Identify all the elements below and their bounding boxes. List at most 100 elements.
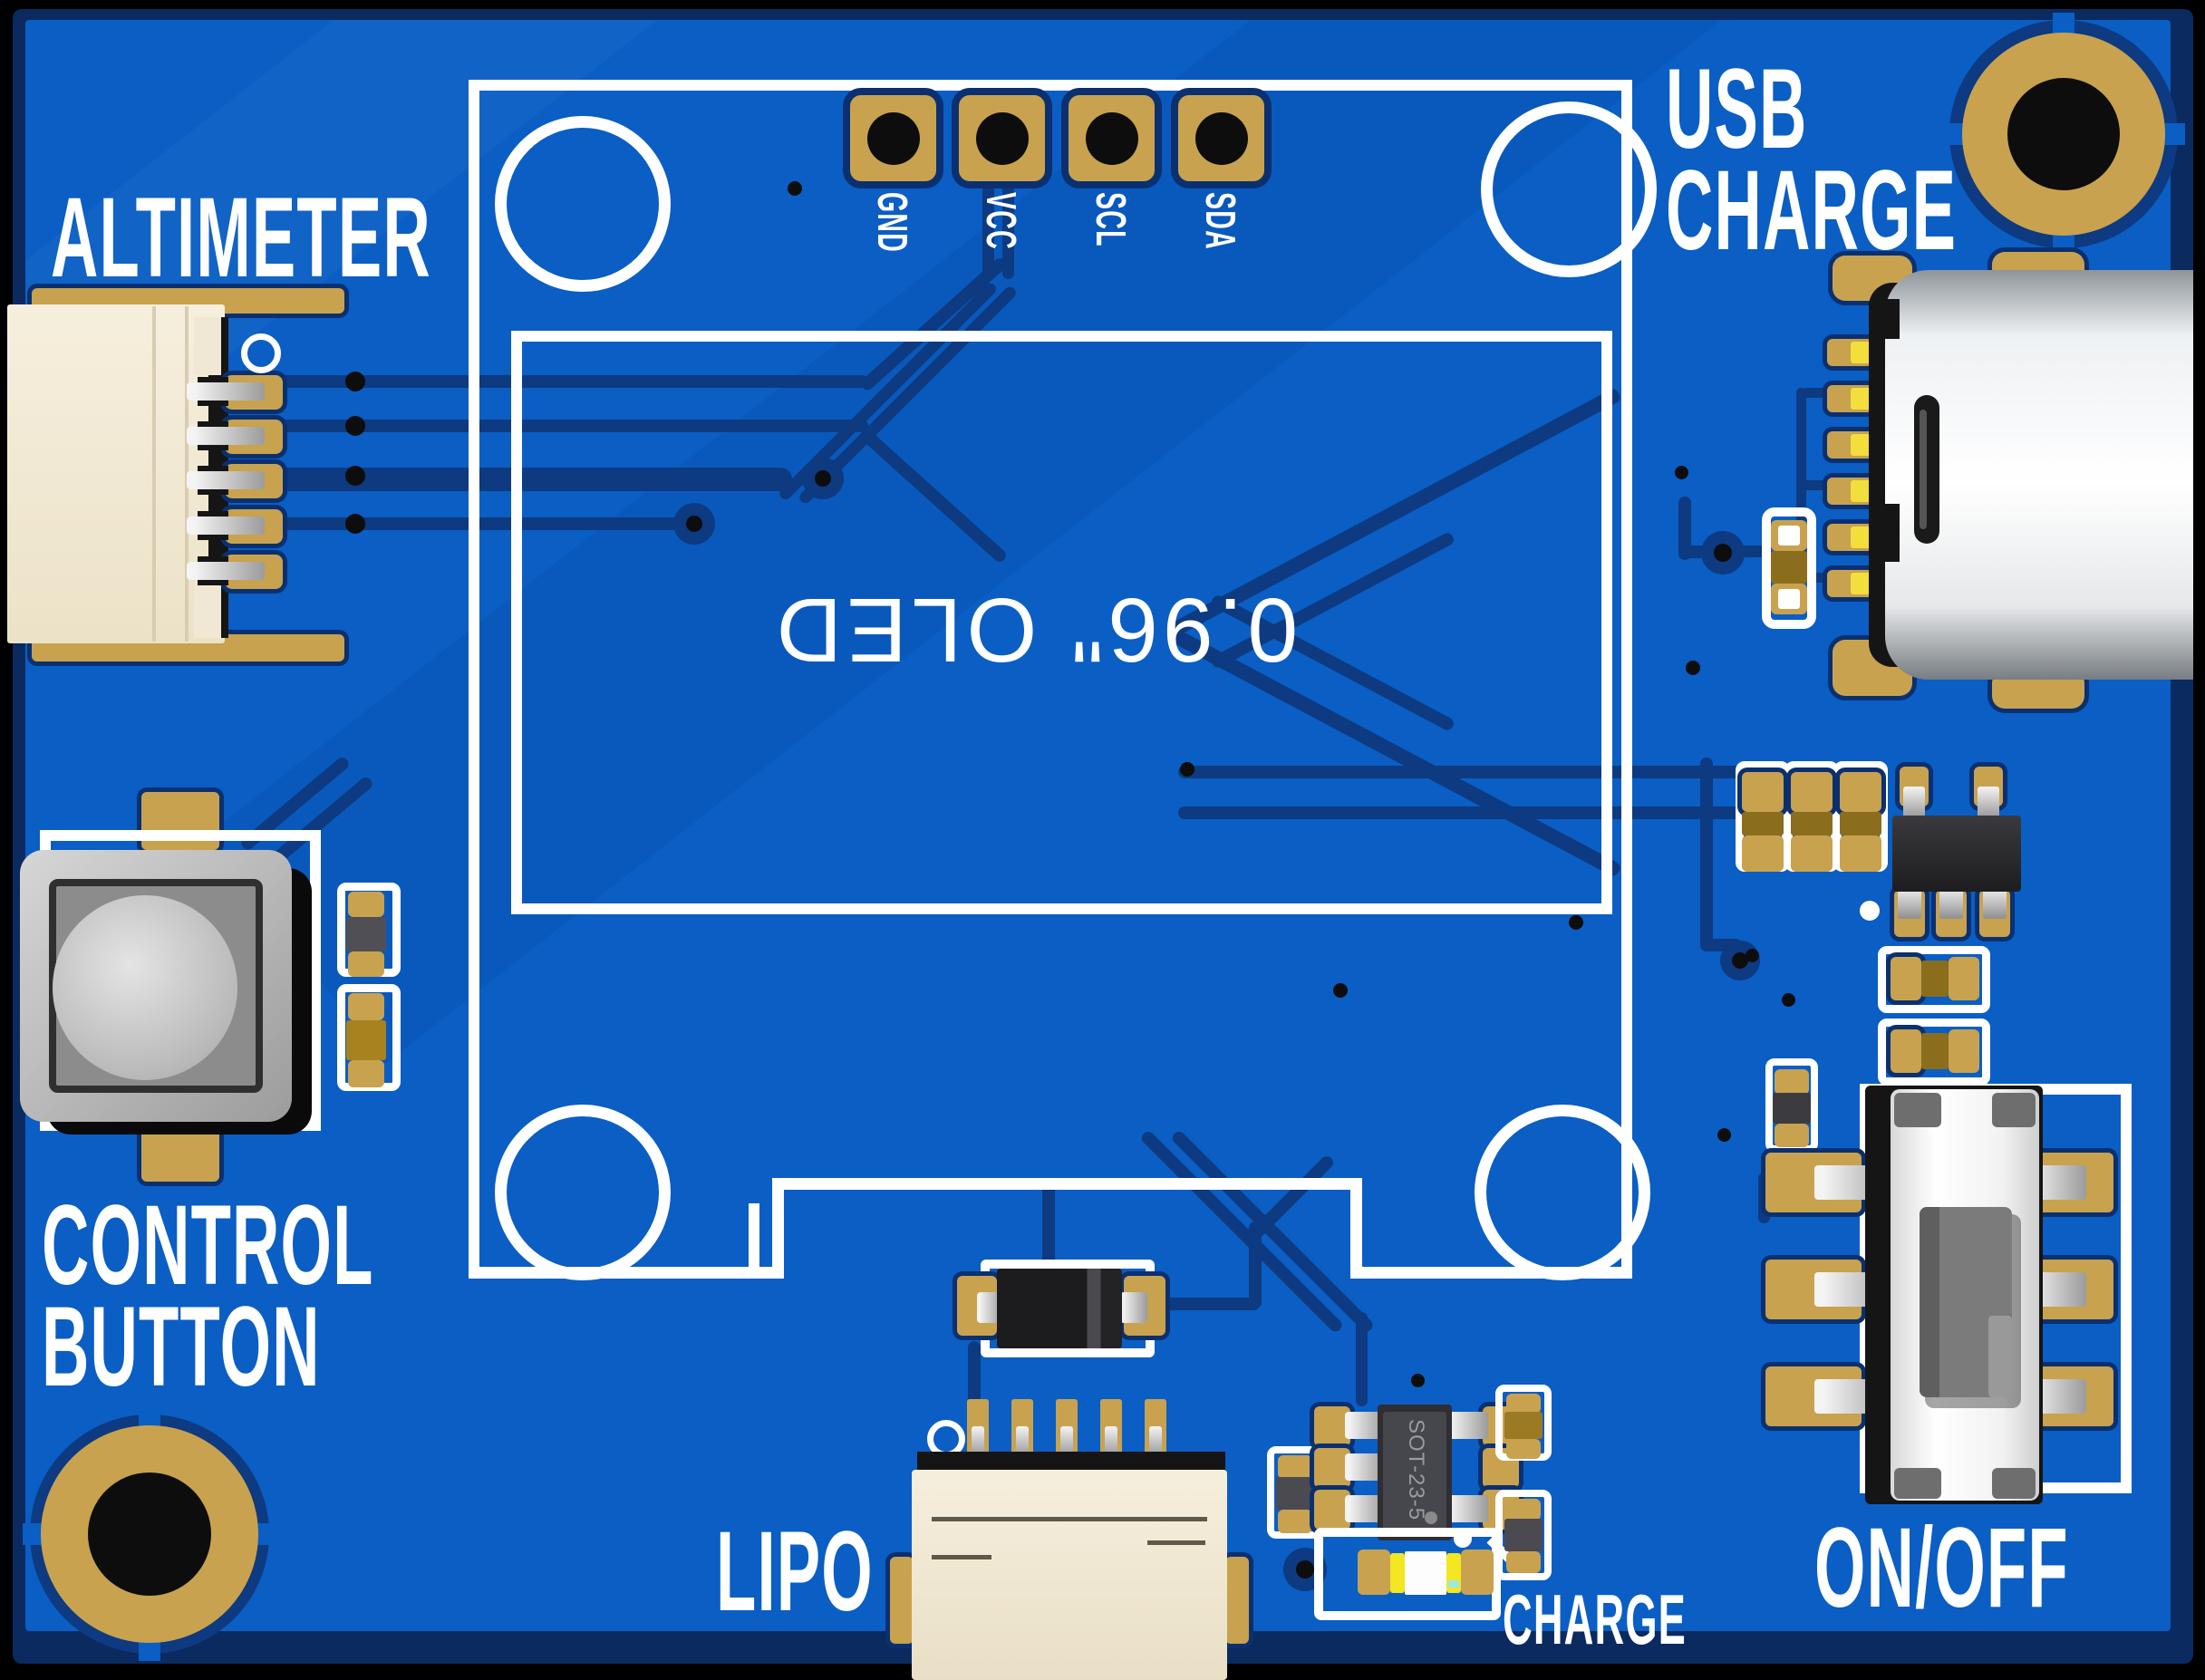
trace <box>1802 388 1829 398</box>
led-pad <box>1358 1550 1390 1595</box>
sot235-marking: SOT-23-5 <box>1404 1419 1428 1521</box>
led-body <box>1405 1551 1446 1595</box>
resistor-pad <box>1775 1124 1809 1147</box>
via-hole <box>1569 915 1583 930</box>
silk-dot <box>1860 901 1880 921</box>
via-hole <box>1782 993 1795 1007</box>
header-pad-hole <box>1195 112 1248 165</box>
resistor-body <box>1773 1093 1811 1124</box>
oled-outline-notch-right <box>1350 1178 1362 1279</box>
resistor-outline <box>1762 507 1816 629</box>
lipo-pin-slot <box>1105 1426 1117 1459</box>
sot23-body <box>1892 816 2021 892</box>
sot23-lead <box>1903 787 1925 821</box>
header-pad-hole <box>976 112 1029 165</box>
switch-corner <box>1894 1093 1941 1127</box>
trace <box>982 179 994 279</box>
header-pad-hole <box>1086 112 1138 165</box>
footprint-outline <box>1495 1490 1552 1580</box>
oled-outline-notch-top <box>772 1178 1362 1190</box>
sot23-lead <box>1898 886 1921 919</box>
control-label-line1: CONTROL <box>42 1183 374 1308</box>
footprint-pad <box>1278 1510 1312 1533</box>
ffc-connector-step <box>194 317 221 375</box>
pin-label-vcc: VCC <box>978 192 1025 250</box>
trace <box>1042 1180 1055 1272</box>
lipo-body-seam <box>1147 1540 1205 1545</box>
connector-pin <box>187 382 265 401</box>
footprint-pad <box>1506 1439 1541 1459</box>
led-pad <box>1461 1550 1494 1595</box>
sot235-pad <box>1314 1406 1350 1446</box>
led-glint <box>1448 1580 1459 1588</box>
footprint-pad <box>1506 1499 1541 1521</box>
via-hole <box>1686 661 1700 675</box>
footprint-pad <box>348 993 384 1020</box>
via-hole <box>815 470 831 487</box>
footprint-pad <box>1891 1029 1921 1073</box>
via-hole <box>345 372 365 391</box>
footprint-pad <box>1791 835 1833 872</box>
oled-size-label: 0.96" OLED <box>771 579 1299 681</box>
switch-corner <box>1992 1468 2036 1499</box>
footprint-pad <box>348 1060 384 1087</box>
footprint-pad <box>1840 835 1881 872</box>
ffc-connector-step <box>194 582 221 638</box>
lipo-label: LIPO <box>716 1509 874 1635</box>
connector-pin <box>187 471 265 489</box>
mounting-circle <box>1481 101 1657 277</box>
diode-lead <box>1120 1292 1147 1323</box>
footprint-outline <box>1878 1019 1990 1086</box>
trace <box>1700 758 1713 950</box>
button-dome <box>53 895 237 1080</box>
corner-mark-h <box>682 1267 761 1278</box>
footprint-pad <box>1278 1455 1312 1479</box>
footprint-gap <box>1921 1033 1949 1069</box>
sot23-lead <box>1939 886 1963 919</box>
trace <box>1678 497 1691 560</box>
usb-label-line2: CHARGE <box>1666 148 1958 274</box>
pin-label-gnd: GND <box>869 192 916 254</box>
switch-corner <box>1992 1093 2036 1127</box>
lipo-pin-slot <box>1060 1426 1073 1459</box>
led-terminal <box>1390 1553 1405 1593</box>
charge-led-label: CHARGE <box>1503 1579 1688 1659</box>
usb-latch-highlight <box>1920 410 1927 529</box>
footprint-pad <box>1742 835 1784 872</box>
trace <box>1158 1298 1260 1310</box>
via-hole <box>1717 1128 1731 1142</box>
sot235-pad <box>1314 1448 1350 1488</box>
footprint-pad <box>1506 1551 1541 1573</box>
diode-body <box>997 1269 1122 1348</box>
silk-dot <box>1454 1530 1472 1548</box>
lipo-pin-slot <box>1149 1426 1162 1459</box>
via-hole <box>345 514 365 534</box>
lipo-pin-slot <box>1016 1426 1029 1459</box>
footprint-body <box>346 917 386 951</box>
usb-latch <box>1914 395 1939 544</box>
lipo-tab-pad <box>890 1557 914 1644</box>
sot235-pad <box>1314 1490 1350 1530</box>
footprint-body <box>1276 1477 1314 1510</box>
footprint-pad <box>1742 772 1784 812</box>
footprint-gap <box>1742 812 1784 835</box>
footprint-pad <box>1840 772 1881 812</box>
trace <box>1738 546 1769 557</box>
via-hole <box>1732 952 1748 969</box>
switch-knob-step <box>1988 1316 2012 1397</box>
via-hole <box>345 466 365 486</box>
switch-knob-shade <box>1920 1207 1939 1397</box>
sot235-pin1-dot <box>1425 1511 1437 1524</box>
via-hole <box>1411 1374 1425 1387</box>
footprint-pad <box>1791 772 1833 812</box>
control-label-line2: BUTTON <box>42 1284 321 1410</box>
footprint-pad <box>1891 957 1921 1000</box>
connector-pin <box>187 562 265 580</box>
via-hole <box>1180 762 1194 777</box>
footprint-pad <box>1949 1029 1979 1073</box>
via-hole <box>686 516 702 532</box>
mounting-circle <box>1475 1105 1650 1280</box>
footprint-pad <box>348 951 384 977</box>
pin-label-sda: SDA <box>1197 192 1244 250</box>
